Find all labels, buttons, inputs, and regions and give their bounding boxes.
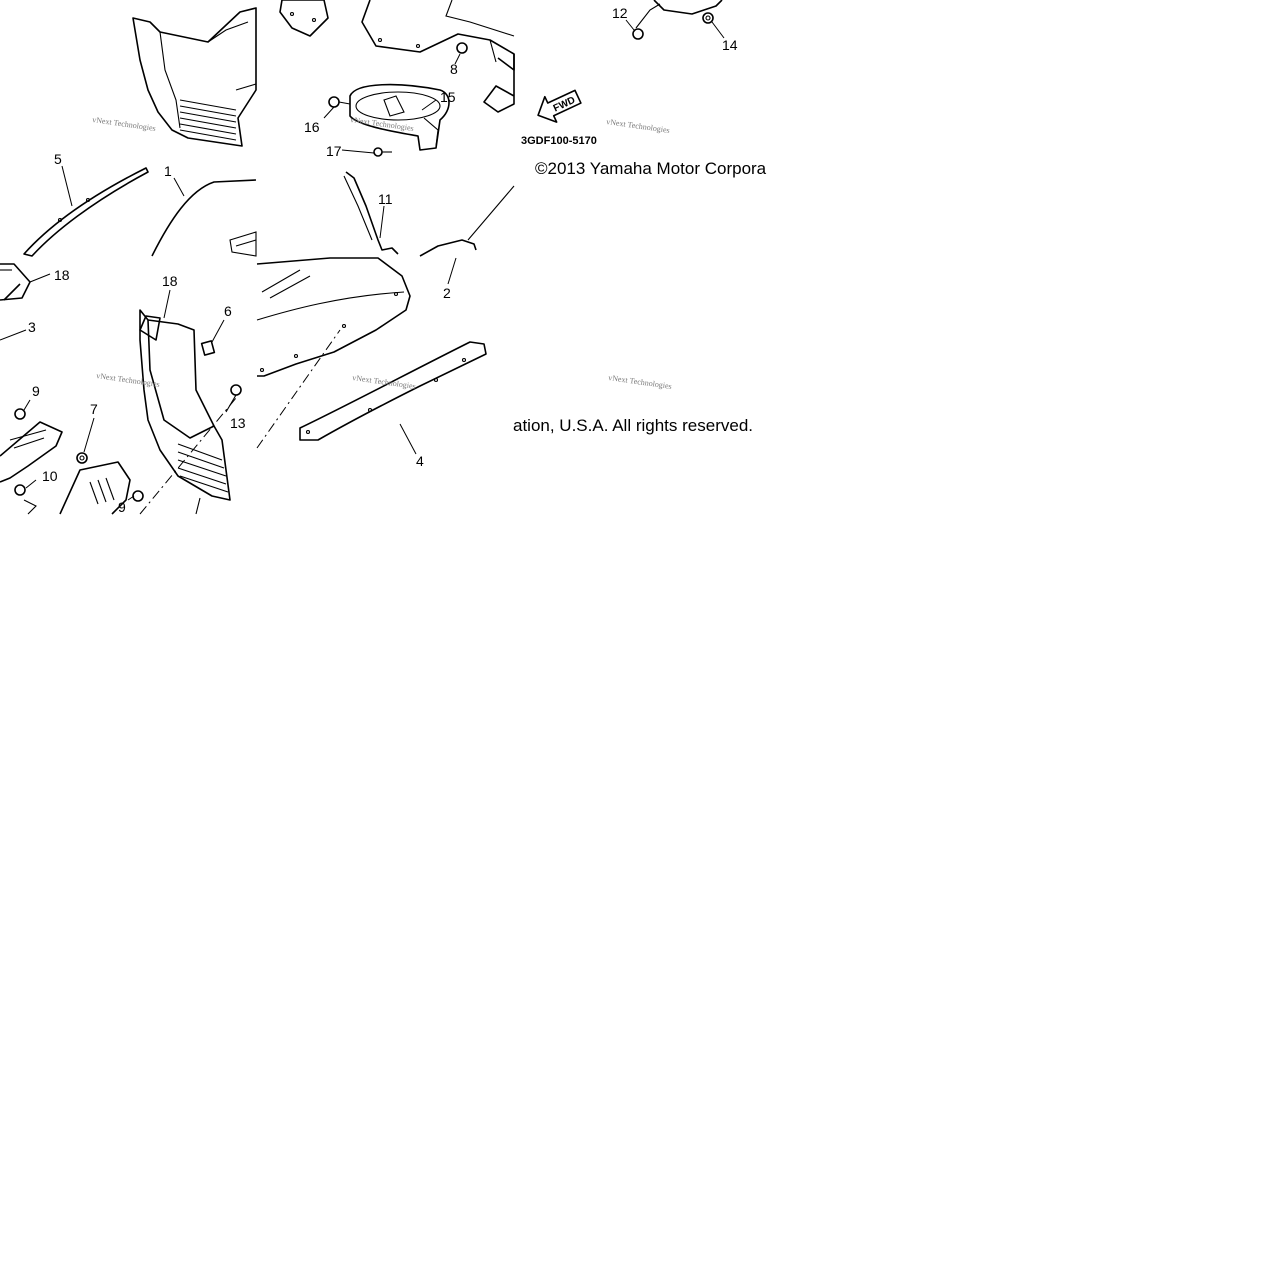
watermark: vNext Technologies [608, 373, 673, 391]
copyright-bottom: ation, U.S.A. All rights reserved. [513, 416, 753, 435]
callout-14: 14 [722, 37, 738, 53]
side-guard-louvres [177, 443, 229, 493]
tile-top-middle: 8 16 17 15 11 vNext Technologies [279, 0, 515, 257]
callout-6: 6 [224, 303, 232, 319]
callout-4: 4 [416, 453, 424, 469]
trim-strip [23, 167, 149, 257]
callout-3: 3 [28, 319, 36, 335]
front-fender-upper [361, 0, 515, 71]
callout-13: 13 [230, 415, 246, 431]
callout-16: 16 [304, 119, 320, 135]
callout-8: 8 [450, 61, 458, 77]
side-guard [139, 309, 231, 501]
callout-9-lower: 9 [118, 499, 126, 515]
side-cover-louvres [179, 99, 237, 141]
callout-17: 17 [326, 143, 342, 159]
callout-18-left: 18 [54, 267, 70, 283]
tile-bottom-left: 18 3 9 7 10 9 18 6 13 vNext Technologies [0, 263, 246, 515]
tile-top-right: FWD 3GDF100-5170 12 14 vNext Technologie… [483, 0, 767, 178]
callout-9-upper: 9 [32, 383, 40, 399]
grommet-10 [14, 484, 26, 496]
foot-bracket [59, 461, 131, 515]
tile-bottom-right: vNext Technologies ation, U.S.A. All rig… [513, 373, 753, 435]
side-cover-panel [132, 7, 257, 147]
callout-11: 11 [378, 191, 393, 207]
lower-side-cover [0, 421, 63, 483]
headlight-bracket [349, 83, 450, 151]
watermark: vNext Technologies [92, 115, 157, 133]
callout-12: 12 [612, 5, 628, 21]
front-fender-lower [256, 257, 411, 377]
tile-bottom-middle: 2 4 vNext Technologies [256, 257, 487, 469]
watermark: vNext Technologies [606, 117, 671, 135]
grommet-7 [76, 452, 88, 464]
bolt-16 [328, 96, 340, 108]
fender-strip-4 [299, 341, 487, 441]
callout-1: 1 [164, 163, 172, 179]
diagram-code: 3GDF100-5170 [521, 135, 597, 147]
fwd-arrow: FWD [537, 89, 582, 123]
callout-2: 2 [443, 285, 451, 301]
nut-14 [702, 12, 714, 24]
collar-6 [200, 340, 216, 356]
mud-flap [279, 0, 329, 37]
reflector-left [0, 263, 31, 301]
copyright-top: ©2013 Yamaha Motor Corpora [535, 159, 767, 178]
bolt-8 [456, 42, 468, 54]
reflector-guard [139, 315, 161, 341]
callout-5: 5 [54, 151, 62, 167]
watermark: vNext Technologies [350, 115, 415, 133]
tile-top-left: 5 1 vNext Technologies [23, 7, 257, 257]
bolt-13 [230, 384, 242, 396]
callout-18-guard: 18 [162, 273, 178, 289]
callout-15: 15 [440, 89, 456, 105]
side-cover-inner-edge [159, 31, 181, 129]
bolt-12 [632, 28, 644, 40]
bolt-9-lower [132, 490, 144, 502]
callout-7: 7 [90, 401, 98, 417]
callout-10: 10 [42, 468, 58, 484]
stay-bracket [345, 171, 399, 255]
fender [151, 179, 257, 257]
bolt-17 [373, 147, 383, 157]
bolt-9-upper [14, 408, 26, 420]
watermark: vNext Technologies [352, 373, 417, 391]
